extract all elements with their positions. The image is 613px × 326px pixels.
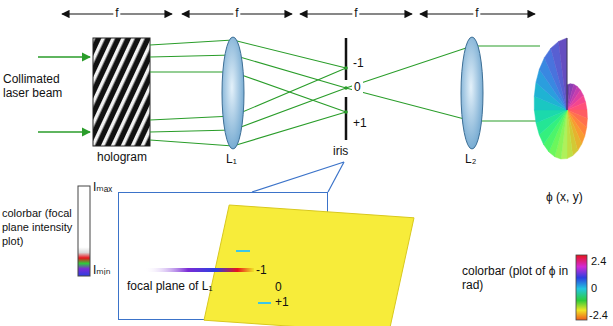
order-label: -1 bbox=[351, 56, 366, 70]
iris-blade bbox=[345, 97, 348, 140]
focal-plane-shape bbox=[204, 205, 414, 326]
focal-plane-outline bbox=[204, 205, 414, 326]
order-label: +1 bbox=[275, 295, 289, 309]
colorbar-limit: Iₘₐₓ bbox=[93, 180, 112, 194]
lens-l1 bbox=[222, 37, 244, 149]
order-marker bbox=[258, 302, 271, 304]
colorbar-title: colorbar (focal plane intensity plot) bbox=[2, 206, 76, 248]
part-name: L₂ bbox=[465, 152, 476, 166]
focal-plane: -1 0+1 bbox=[204, 205, 319, 313]
part-name: iris bbox=[333, 144, 348, 158]
inset-caption: focal plane of L₁ bbox=[127, 279, 219, 293]
ray bbox=[150, 112, 346, 146]
focus-point bbox=[344, 110, 348, 114]
ray bbox=[150, 68, 346, 120]
focal-length: f bbox=[473, 6, 480, 20]
focal-length: f bbox=[352, 6, 359, 20]
phase-colorbar bbox=[576, 255, 587, 320]
focus-point bbox=[344, 66, 348, 70]
beam-label: Collimated laser beam bbox=[3, 72, 87, 100]
order-label: 0 bbox=[275, 280, 282, 294]
intensity-colorbar bbox=[78, 186, 90, 276]
iris-blade bbox=[345, 38, 348, 80]
colorbar-tick: -2.4 bbox=[589, 308, 608, 322]
colorbar-tick: 0 bbox=[591, 281, 597, 295]
focal-length-arrows bbox=[62, 14, 535, 15]
phase-wedge bbox=[567, 110, 573, 159]
ray bbox=[150, 72, 346, 112]
focal-length: f bbox=[113, 6, 120, 20]
zoom-leader bbox=[252, 162, 344, 192]
part-name: hologram bbox=[97, 150, 147, 164]
phase-surface bbox=[534, 38, 587, 159]
lens-l2 bbox=[461, 37, 483, 149]
order-label: +1 bbox=[351, 116, 369, 130]
part-name: L₁ bbox=[226, 152, 237, 166]
order-label: -1 bbox=[256, 263, 267, 277]
surface-label: ϕ (x, y) bbox=[546, 190, 583, 204]
phase-wedge bbox=[534, 110, 567, 123]
ray bbox=[150, 40, 346, 68]
inset-box: -1 0+1 focal plane of L₁ bbox=[118, 192, 328, 320]
focal-length: f bbox=[233, 6, 240, 20]
order-marker bbox=[236, 250, 250, 252]
colorbar-limit: Iₘᵢₙ bbox=[93, 263, 110, 277]
diffraction-streak bbox=[144, 268, 254, 272]
phase-wedge bbox=[559, 38, 567, 110]
input-beam-arrow bbox=[38, 131, 90, 132]
colorbar-tick: 2.4 bbox=[591, 254, 606, 268]
colorbar-title: colorbar (plot of ϕ in rad) bbox=[462, 264, 570, 292]
phase-step-edge bbox=[567, 38, 568, 110]
focus-point bbox=[344, 86, 348, 90]
order-label: 0 bbox=[352, 80, 363, 94]
phase-wedge bbox=[567, 102, 587, 110]
input-beam-arrow bbox=[38, 56, 90, 57]
hologram-plate bbox=[93, 38, 150, 146]
